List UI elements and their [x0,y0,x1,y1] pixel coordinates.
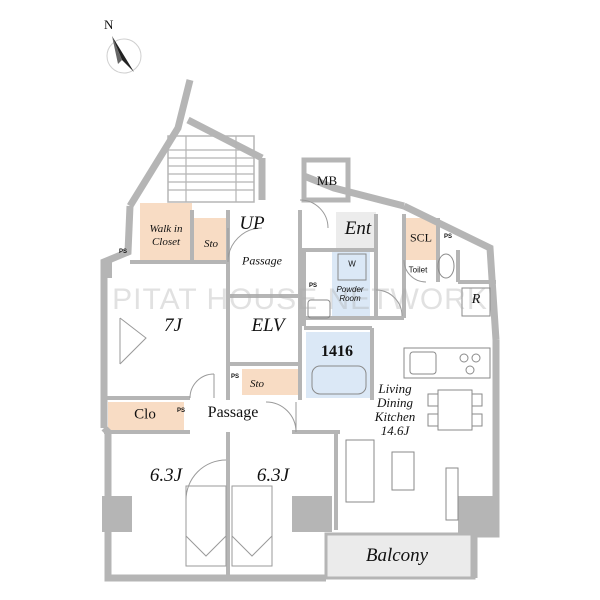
room-label-elv: ELV [251,315,285,336]
staircase [167,135,255,203]
kitchen-counter-icon [403,347,491,379]
room-label-r: R [471,292,481,307]
toilet-icon [437,253,455,279]
room-label-sto-center: Sto [249,378,265,390]
chair-icon [427,393,439,407]
room-label-scl: SCL [409,230,433,245]
ps-label: PS [119,249,128,255]
clo-fill [108,402,184,430]
sto-left-fill [194,218,226,262]
fridge-icon [461,287,491,317]
room-label-w: W [348,259,356,269]
bath-fill [306,332,370,398]
room-label-clo: Clo [134,406,156,423]
walk-in-closet-fill [140,203,192,261]
stove-burner-icon-3 [465,365,475,375]
room-label-ent: Ent [344,218,372,239]
room-label-ldk: Living Dining Kitchen 14.6J [374,381,416,438]
fixtures [307,253,491,521]
room-label-walk-in-closet: Walk in Closet [149,223,183,248]
room-label-balcony: Balcony [365,545,429,566]
sink-icon [409,351,437,375]
compass-icon [106,36,142,74]
ps-label: PS [444,234,453,240]
bathtub-icon [311,365,367,395]
scl-fill [404,218,438,260]
chair-icon-4 [471,413,483,427]
mb-box [301,157,351,203]
washbasin-icon [307,299,331,319]
columns [102,250,498,534]
room-label-toilet: Toilet [408,265,428,275]
coffee-table-icon [391,451,415,491]
compass-label: N [104,17,114,32]
ps-label: PS [309,283,318,289]
sofa-icon [345,439,375,503]
washer-icon [337,253,367,281]
ps-label: PS [177,408,186,414]
stove-burner-icon [459,353,469,363]
room-label-passage-upper: Passage [242,253,282,268]
door-swings [185,199,427,501]
room-label-7j: 7J [164,315,182,336]
dining-table-icon [437,389,473,431]
room-label-6-3j-right: 6.3J [256,465,290,486]
room-label-sto-left: Sto [203,238,219,250]
chair-icon-2 [427,413,439,427]
room-label-bath: 1416 [321,343,353,360]
room-label-mb: MB [316,173,338,188]
room-label-powder-room: Powder Room [336,285,364,303]
sto-center-fill [242,369,298,395]
ps-label: PS [231,374,240,380]
chair-icon-3 [471,393,483,407]
entrance-floor [336,212,376,248]
stove-burner-icon-2 [471,353,481,363]
room-label-passage-lower: Passage [207,404,259,421]
room-label-6-3j-left: 6.3J [149,465,183,486]
bay-windows [119,317,273,567]
tv-board-icon [445,467,459,521]
room-label-up: UP [239,213,265,234]
storage-areas [108,203,438,430]
